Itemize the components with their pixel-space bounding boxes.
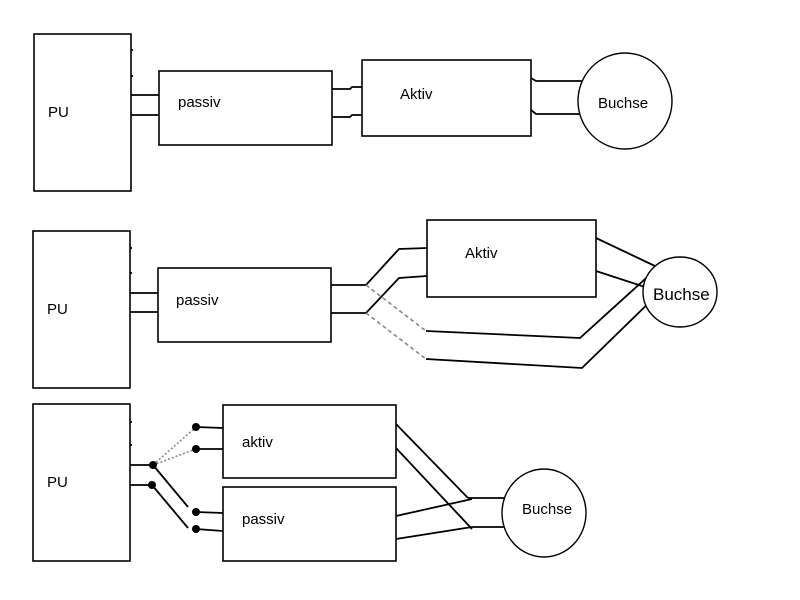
pu-box-2 <box>32 230 131 389</box>
diagram-2-wires <box>130 237 661 369</box>
pu-label-3: PU <box>47 474 68 491</box>
buchse-label-1: Buchse <box>598 95 648 112</box>
aktiv-box-3 <box>222 404 397 479</box>
diagram-3-wires <box>130 421 512 540</box>
passiv-box-3 <box>222 486 397 562</box>
diagram-2-bypass: PU passiv Aktiv Buchse <box>32 219 718 389</box>
passiv-label-2: passiv <box>176 292 219 309</box>
buchse-circle-1 <box>577 52 673 150</box>
diagram-3-switch-nodes <box>148 423 200 533</box>
passiv-contact-1 <box>192 508 200 516</box>
pu-box-1 <box>33 33 132 192</box>
diagram-1-wires <box>131 49 583 118</box>
buchse-label-2: Buchse <box>653 285 710 304</box>
switch-pivot-2 <box>148 481 156 489</box>
diagram-3-switch: PU aktiv passiv Buchse <box>32 403 587 562</box>
aktiv-contact-1 <box>192 423 200 431</box>
buchse-circle-2 <box>642 256 718 328</box>
aktiv-label-2: Aktiv <box>465 245 498 262</box>
pu-box-3 <box>32 403 131 562</box>
buchse-label-3: Buchse <box>522 501 572 518</box>
aktiv-contact-2 <box>192 445 200 453</box>
passiv-box-2 <box>157 267 332 343</box>
pu-label-1: PU <box>48 104 69 121</box>
passiv-contact-2 <box>192 525 200 533</box>
aktiv-box-2 <box>426 219 597 298</box>
diagram-1-series-chain: PU passiv Aktiv Buchse <box>33 33 673 192</box>
passiv-label-1: passiv <box>178 94 221 111</box>
aktiv-label-3: aktiv <box>242 434 273 451</box>
aktiv-box-1 <box>361 59 532 137</box>
switch-pivot-1 <box>149 461 157 469</box>
pu-label-2: PU <box>47 301 68 318</box>
aktiv-label-1: Aktiv <box>400 86 433 103</box>
passiv-label-3: passiv <box>242 511 285 528</box>
buchse-circle-3 <box>501 468 587 558</box>
passiv-box-1 <box>158 70 333 146</box>
